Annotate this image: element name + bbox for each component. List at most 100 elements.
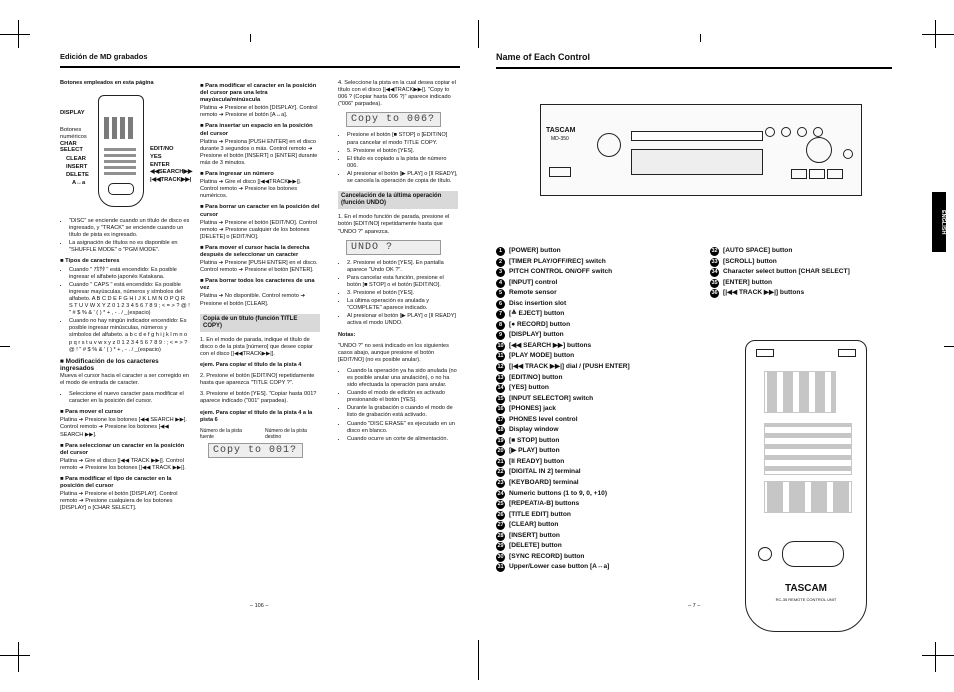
callout-number: 23 [496,479,505,489]
callout-number: 20 [496,447,505,457]
display-button[interactable] [756,349,774,357]
legend-row: 9[DISPLAY] button [496,330,706,341]
legend-row: 15[INPUT SELECTOR] switch [496,394,706,405]
callout-number: 5 [496,289,505,299]
mod-heading: ■ Modificación de los caracteres ingresa… [60,357,159,372]
phones-jack[interactable] [843,149,853,159]
record-button[interactable] [781,127,791,137]
legend-row: 27[CLEAR] button [496,520,706,531]
left-column-3: 4. Seleccione la pista en la cual desea … [338,80,458,447]
legend-label: [INPUT] control [509,278,558,286]
stop-button[interactable] [791,169,807,179]
device-brand: TASCAM [546,127,576,134]
remote-label-case: A↔a [72,180,86,186]
list-item: La asignación de títulos no es disponibl… [69,240,190,254]
legend-label: [PHONES] jack [509,405,556,413]
callout-number: 8 [496,320,505,330]
legend-label: [KEYBOARD] terminal [509,479,579,487]
record-button[interactable] [758,547,772,561]
header-rule [496,67,892,69]
crop-mark [478,20,479,48]
eject-button[interactable] [765,127,775,137]
remote-label-insert: INSERT [66,164,88,170]
copy-step: 1. En el modo de parada, indique el títu… [200,336,313,357]
remote-label-yes: YES [150,154,162,160]
callout-number: 3 [496,268,505,278]
display-button[interactable] [797,127,807,137]
legend-label: [◀◀ SEARCH ▶▶] buttons [509,341,592,349]
notes-heading: Notas: [338,331,356,338]
legend-label: [● RECORD] button [509,320,571,328]
legend-label: [|◀◀ TRACK ▶▶|] buttons [723,289,805,297]
step-body: Platina ➔ No disponible. Control remoto … [200,293,306,307]
intro-text: 4. Seleccione la pista en la cual desea … [338,80,456,108]
list-item: 2. Presione el botón [YES]. En pantalla … [347,260,458,274]
input-knob[interactable] [597,133,621,157]
remote-label-search: ◀◀SEARCH▶▶ [150,169,193,175]
crop-mark [922,655,954,656]
list-item: 3. Presione el botón [YES]. [347,290,458,297]
copy-example: ejem. Para copiar el título de la pista … [200,409,313,423]
legend-label: [ENTER] button [723,278,773,286]
legend-row: 11[PLAY MODE] button [496,351,706,362]
legend-label: [SYNC RECORD] button [509,552,585,560]
transport-buttons [108,183,134,195]
legend-row: 22[DIGITAL IN 2] terminal [496,467,706,478]
legend-label: Disc insertion slot [509,299,567,307]
step-heading: ■ Para insertar un espacio en la posició… [200,123,313,137]
edit-buttons[interactable] [764,423,852,475]
list-item: El título es copiado a la pista de númer… [347,156,458,170]
legend-row: 13[EDIT/NO] button [496,373,706,384]
left-column-1: "DISC" se enciende cuando un título de d… [60,218,190,516]
legend-row: 12[|◀◀ TRACK ▶▶|] dial / [PUSH ENTER] [496,362,706,373]
list-item: Cuando el modo de edición es activado pr… [347,390,458,404]
legend-row: 35[ENTER] button [710,278,900,289]
legend-label: [▶ PLAY] button [509,447,560,455]
transport-buttons[interactable] [764,481,852,513]
callout-number: 10 [496,341,505,351]
button-grid [104,145,136,175]
ready-button[interactable] [827,169,843,179]
device-model: MD-350 [551,136,569,142]
search-buttons[interactable] [813,127,823,137]
legend-label: [≜ EJECT] button [509,310,565,318]
list-item: Durante la grabación o cuando el modo de… [347,405,458,419]
legend-row: 23 [KEYBOARD] terminal [496,478,706,489]
legend-label: [PLAY MODE] button [509,352,575,360]
callout-number: 25 [496,500,505,510]
remote-label-select: SELECT [60,147,83,153]
section-title-copy: Copia de un título (función TITLE COPY) [200,313,320,332]
copy-step: 2. Presione el botón [EDIT/NO] repetidam… [200,373,315,387]
list-item: Al presionar el botón [▶ PLAY] o [II REA… [347,313,458,327]
legend-label: [■ STOP] button [509,436,560,444]
eject-button[interactable] [838,349,856,357]
remote-figure [90,95,150,215]
disc-slot [631,131,763,141]
play-button[interactable] [809,169,825,179]
legend-label: [TIMER PLAY/OFF/REC] switch [509,257,606,265]
legend-row: 7[≜ EJECT] button [496,309,706,320]
legend-label: [INSERT] button [509,531,560,539]
lcd-display: UNDO ? [346,239,441,255]
remote-label-enter: ENTER [150,162,170,168]
legend-row: 16[PHONES] jack [496,404,706,415]
callout-number: 31 [496,563,505,573]
legend-row: 28[INSERT] button [496,531,706,542]
legend-label: [II READY] button [509,457,565,465]
step-heading: ■ Para mover el cursor hacia la derecha … [200,244,310,258]
callout-number: 12 [496,363,505,373]
crop-mark [935,642,936,672]
track-dial[interactable] [806,137,832,163]
power-button[interactable] [549,167,571,177]
numeric-keypad[interactable] [764,371,836,413]
crop-mark [0,346,10,347]
crop-mark [944,346,954,347]
remote-brand: TASCAM [784,583,828,594]
deck-front-panel: TASCAM MD-350 [540,104,862,196]
remote-control: TASCAM RC-35 REMOTE CONTROL UNIT [745,340,867,632]
figure-caption: Botones empleados en esta página [60,80,154,86]
play-stop-buttons[interactable] [782,541,844,567]
